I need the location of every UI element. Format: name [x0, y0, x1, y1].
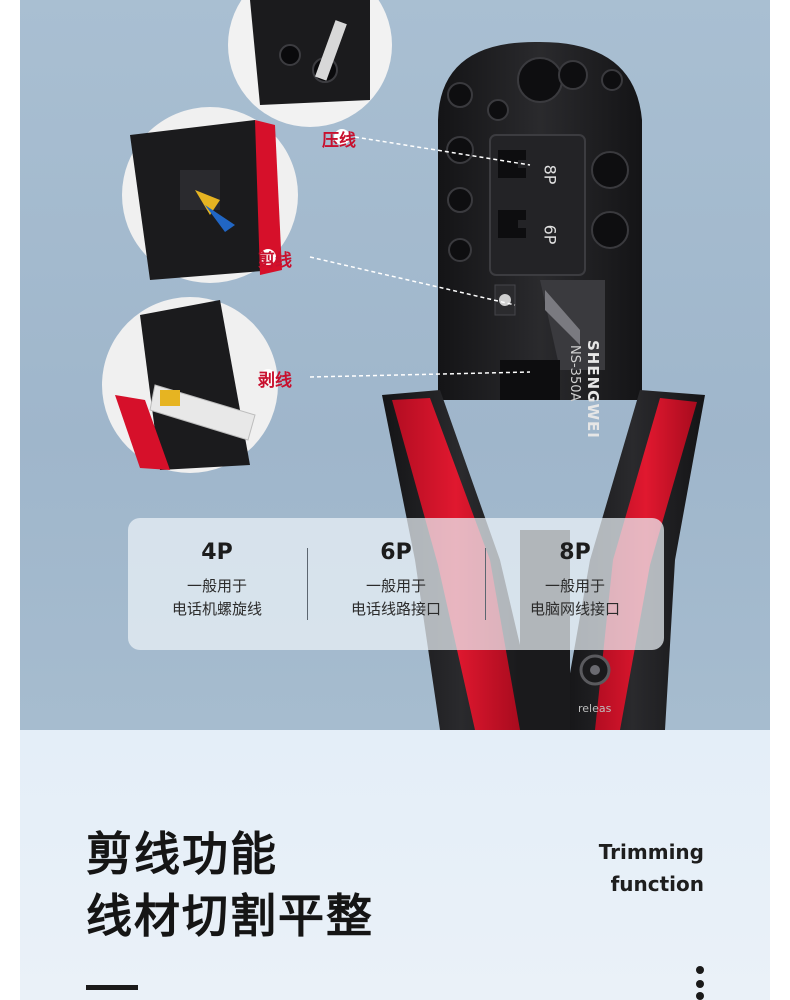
feature-headline-line2: 线材切割平整 [86, 889, 374, 943]
accent-dash [86, 985, 138, 990]
feature-en-line1: Trimming [598, 840, 704, 864]
slot-6p-label: 6P [540, 224, 560, 245]
spec-8p: 8P 一般用于 电脑网线接口 [486, 518, 664, 650]
callout-label-strip: 剥线 [258, 371, 292, 391]
callout-marker-press [334, 129, 350, 145]
connector-spec-panel: 4P 一般用于 电话机螺旋线 6P 一般用于 电话线路接口 8P 一般用于 电脑… [128, 518, 664, 650]
spec-8p-title: 8P [559, 540, 591, 565]
spec-4p: 4P 一般用于 电话机螺旋线 [128, 518, 306, 650]
release-label: releas [578, 702, 612, 715]
spec-6p-line2: 电话线路接口 [350, 600, 441, 618]
callout-marker-cut [260, 249, 276, 265]
spec-8p-line2: 电脑网线接口 [529, 600, 620, 618]
spec-divider [307, 548, 308, 620]
callout-label-cut: 剪线 [258, 251, 292, 271]
feature-headline-line1: 剪线功能 [86, 827, 278, 881]
tool-brand-label: SHENGWEI [584, 340, 602, 439]
spec-divider [485, 548, 486, 620]
slot-8p-label: 8P [540, 164, 560, 185]
callout-label-press: 压线 [322, 131, 356, 151]
callout-marker-strip [260, 369, 276, 385]
feature-section: 剪线功能 线材切割平整 Trimming function [20, 730, 770, 1000]
spec-4p-title: 4P [201, 540, 233, 565]
feature-en-line2: function [610, 872, 704, 896]
spec-8p-line1: 一般用于 [544, 577, 605, 595]
spec-6p-line1: 一般用于 [365, 577, 426, 595]
spec-4p-line1: 一般用于 [186, 577, 247, 595]
spec-6p-title: 6P [380, 540, 412, 565]
spec-4p-line2: 电话机螺旋线 [171, 600, 262, 618]
tool-model-label: NS-350A [567, 345, 582, 402]
spec-6p: 6P 一般用于 电话线路接口 [307, 518, 485, 650]
